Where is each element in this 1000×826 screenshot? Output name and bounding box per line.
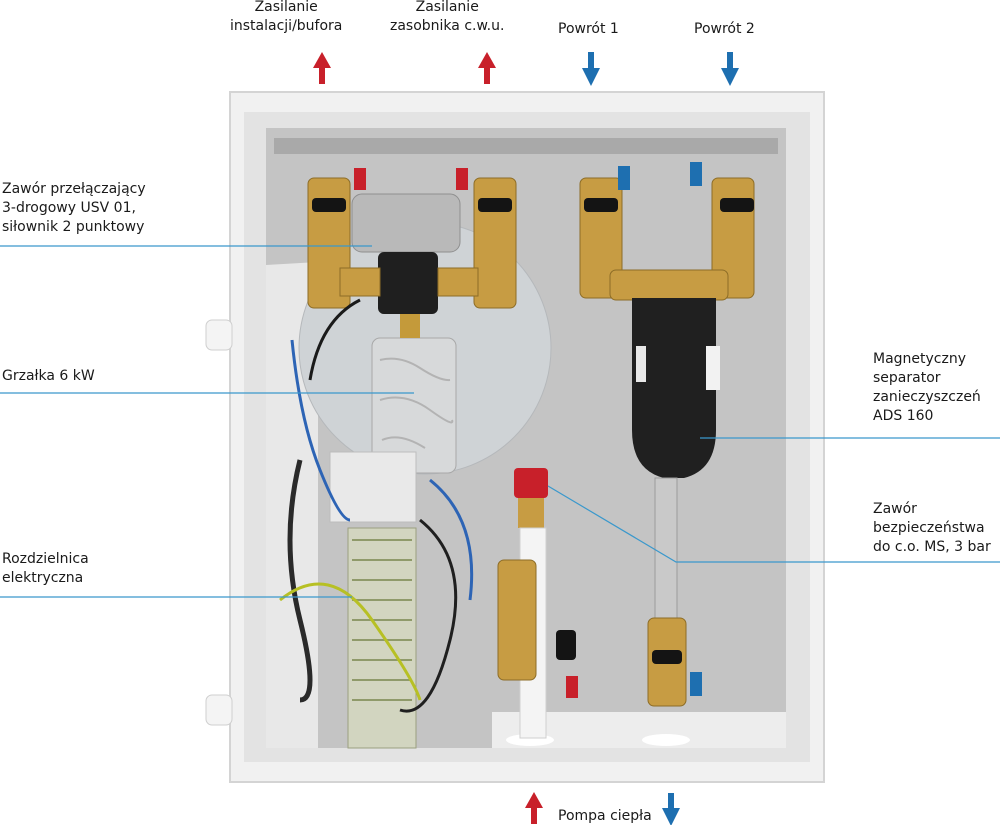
down-arrow-icon <box>721 52 739 86</box>
pipe <box>654 477 678 629</box>
down-arrow-icon <box>582 52 600 86</box>
valve-body <box>378 252 438 314</box>
label-line: siłownik 2 punktowy <box>2 219 145 235</box>
up-arrow-icon <box>313 52 331 84</box>
label-line: zasobnika c.w.u. <box>390 18 505 34</box>
three-way-valve-label: Zawór przełączający 3-drogowy USV 01, si… <box>2 180 146 237</box>
supply-dhw-label: Zasilanie zasobnika c.w.u. <box>390 0 504 36</box>
down-arrow-icon <box>662 793 680 825</box>
label-line: Magnetyczny <box>873 351 967 367</box>
label-line: zanieczyszczeń <box>873 389 981 405</box>
brass-fitting <box>473 177 517 309</box>
cable-gland <box>205 694 233 726</box>
up-arrow-icon <box>525 792 543 824</box>
top-rail <box>274 138 778 154</box>
supply-installation-label: Zasilanie instalacji/bufora <box>230 0 342 36</box>
pipe-hole <box>642 734 690 746</box>
safety-valve-label: Zawór bezpieczeństwa do c.o. MS, 3 bar <box>873 500 991 557</box>
label-line: Zawór <box>873 501 917 517</box>
label-line: Rozdzielnica <box>2 551 89 567</box>
safety-valve <box>514 468 548 498</box>
contactors <box>329 451 417 523</box>
label-line: separator <box>873 370 941 386</box>
switchboard-label: Rozdzielnica elektryczna <box>2 550 89 588</box>
label-line: ADS 160 <box>873 408 934 424</box>
return-1-label: Powrót 1 <box>558 21 619 37</box>
label-line: elektryczna <box>2 570 84 586</box>
return-2-label: Powrót 2 <box>694 21 755 37</box>
valve-stem <box>400 314 420 338</box>
label-line: instalacji/bufora <box>230 18 343 34</box>
heater-label: Grzałka 6 kW <box>2 368 95 384</box>
label-line: 3-drogowy USV 01, <box>2 200 136 216</box>
label-line: Zasilanie <box>254 0 318 15</box>
label-line: do c.o. MS, 3 bar <box>873 539 991 555</box>
heat-pump-label: Pompa ciepła <box>558 808 652 824</box>
leader-lines <box>0 245 1000 598</box>
cable-gland <box>205 319 233 351</box>
label-line: bezpieczeństwa <box>873 520 985 536</box>
label-line: Zawór przełączający <box>2 181 146 197</box>
up-arrow-icon <box>478 52 496 84</box>
separator-label: Magnetyczny separator zanieczyszczeń ADS… <box>873 350 981 426</box>
valve-actuator <box>351 193 461 253</box>
magnetic-separator <box>632 298 716 478</box>
label-line: Zasilanie <box>415 0 479 15</box>
